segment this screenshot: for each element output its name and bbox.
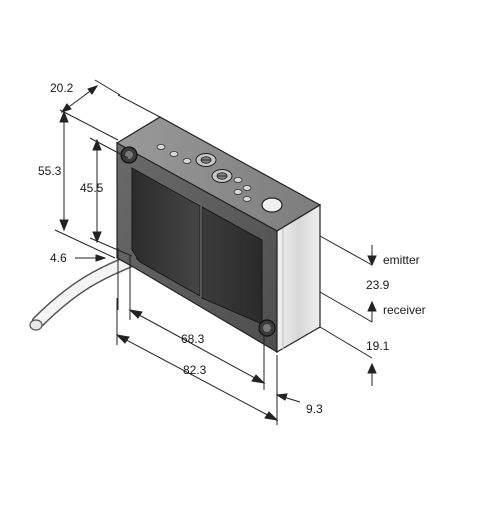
dim-total-width-label: 82.3 xyxy=(183,363,207,377)
connector-port-icon xyxy=(261,197,283,213)
dim-lens-height-label: 45.5 xyxy=(80,181,104,195)
status-led-4 xyxy=(233,177,243,183)
mounting-hole-bottom xyxy=(258,319,276,337)
cable xyxy=(29,255,135,331)
dim-cable-offset-label: 4.6 xyxy=(50,251,67,265)
potentiometer-1-icon xyxy=(195,153,217,167)
status-led-1 xyxy=(156,144,166,150)
status-led-5 xyxy=(242,185,252,191)
status-led-6 xyxy=(233,189,243,195)
receiver-label: receiver xyxy=(383,303,426,317)
dim-total-height-label: 55.3 xyxy=(38,164,62,178)
status-led-2 xyxy=(169,151,179,157)
dimension-lines xyxy=(54,79,377,425)
dim-side-offset-label: 9.3 xyxy=(306,402,323,416)
potentiometer-2-icon xyxy=(211,169,233,183)
dim-axis-spacing-label: 23.9 xyxy=(366,278,390,292)
sensor-housing xyxy=(115,116,322,354)
mounting-hole-top xyxy=(120,146,138,164)
dim-depth-label: 20.2 xyxy=(50,81,74,95)
dim-lens-width-label: 68.3 xyxy=(181,332,205,346)
status-led-7 xyxy=(242,196,252,202)
status-led-3 xyxy=(182,158,192,164)
emitter-label: emitter xyxy=(383,253,420,267)
dim-receiver-bottom-label: 19.1 xyxy=(366,339,390,353)
emitter-lens xyxy=(131,167,201,297)
